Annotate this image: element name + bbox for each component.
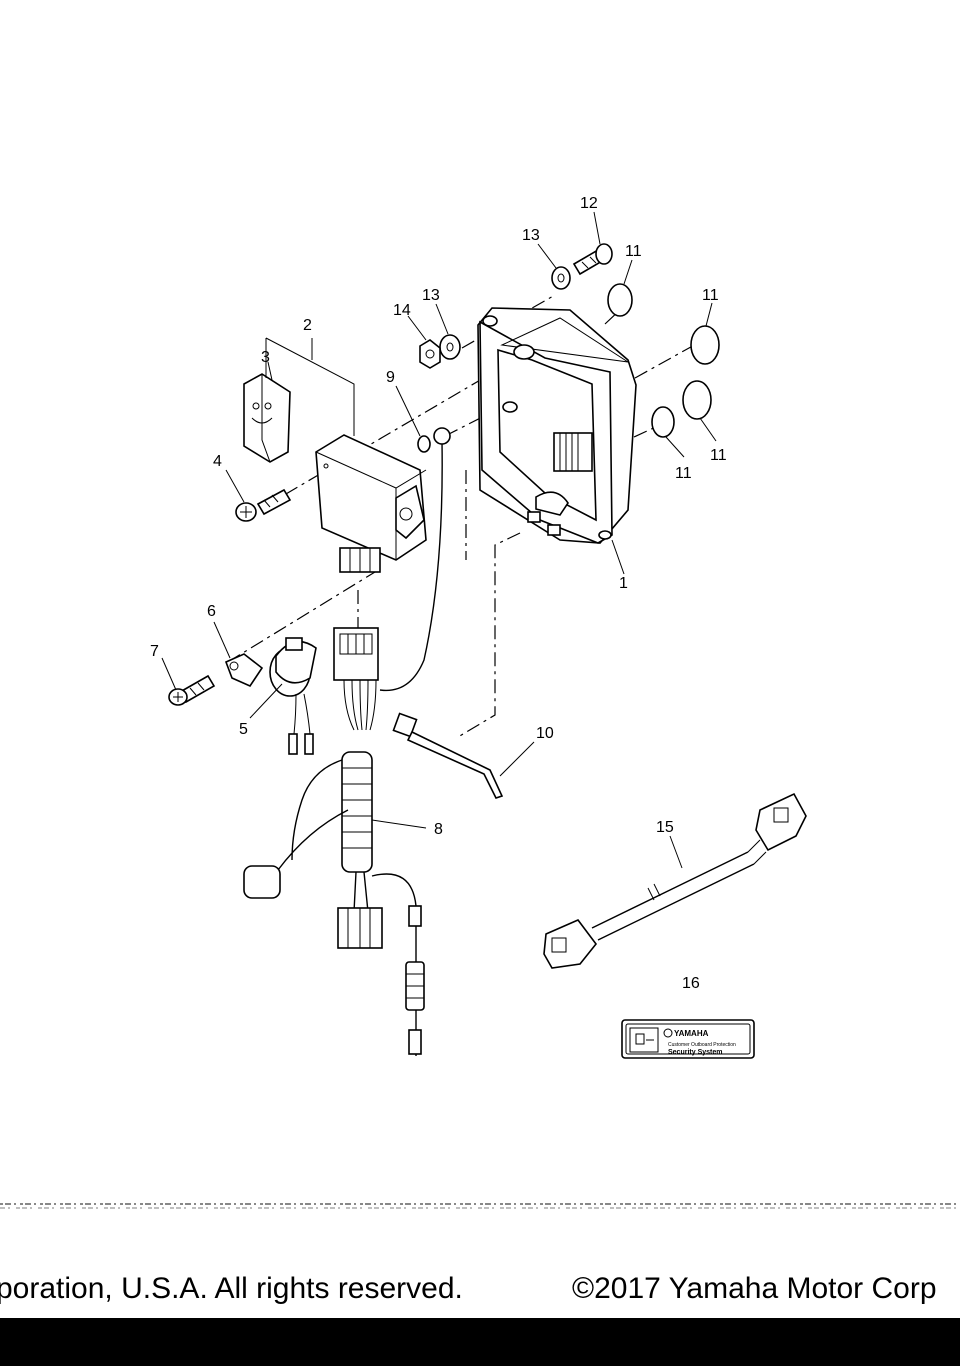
callout-13-b: 13 [422, 287, 440, 304]
callout-13-a: 13 [522, 227, 540, 244]
callout-3: 3 [261, 349, 270, 366]
callout-6: 6 [207, 603, 216, 620]
callout-9: 9 [386, 369, 395, 386]
callout-16: 16 [682, 975, 700, 992]
part-10-cable-tie [392, 712, 504, 799]
part-8-wire-harness [243, 427, 451, 1056]
part-13-washers [439, 266, 571, 360]
part-2-controller [315, 434, 427, 573]
callout-11-b: 11 [702, 287, 719, 304]
callout-11-d: 11 [675, 465, 692, 482]
part-6-bracket [224, 653, 264, 688]
callout-1: 1 [619, 575, 628, 592]
callout-10: 10 [536, 725, 554, 742]
label-plate-line1: Customer Outboard Protection [668, 1042, 736, 1048]
part-11-seals [607, 283, 720, 438]
callout-2: 2 [303, 317, 312, 334]
part-1-housing [477, 307, 637, 544]
parts-diagram: YAMAHA Customer Outboard Protection Secu… [150, 195, 807, 1059]
part-12-screw [572, 243, 613, 276]
callout-14: 14 [393, 302, 411, 319]
callout-11-c: 11 [710, 447, 727, 464]
callout-5: 5 [239, 721, 248, 738]
footer-copyright-left: poration, U.S.A. All rights reserved. [0, 1272, 463, 1305]
callout-leaders [161, 211, 717, 869]
part-5-sensor [269, 637, 317, 755]
scan-noise-strip [0, 1203, 960, 1209]
callout-numbers: 1 2 3 4 5 6 7 8 9 10 11 11 11 11 12 13 1… [150, 195, 727, 992]
callout-4: 4 [213, 453, 222, 470]
callout-12: 12 [580, 195, 598, 212]
part-14-nut [419, 339, 441, 369]
part-9-o-ring [417, 435, 431, 453]
footer-copyright-right: ©2017 Yamaha Motor Corp [572, 1272, 937, 1305]
bottom-bar [0, 1318, 960, 1366]
callout-7: 7 [150, 643, 159, 660]
part-16-label-plate: YAMAHA Customer Outboard Protection Secu… [621, 1019, 755, 1059]
part-4-screw [235, 488, 292, 522]
part-3-cover [243, 373, 291, 463]
callout-15: 15 [656, 819, 674, 836]
callout-8: 8 [434, 821, 443, 838]
part-7-screw [168, 674, 216, 706]
label-plate-brand: YAMAHA [674, 1029, 709, 1038]
label-plate-line2: Security System [668, 1049, 722, 1056]
callout-11-a: 11 [625, 243, 642, 260]
part-15-extension-cable [543, 792, 807, 969]
